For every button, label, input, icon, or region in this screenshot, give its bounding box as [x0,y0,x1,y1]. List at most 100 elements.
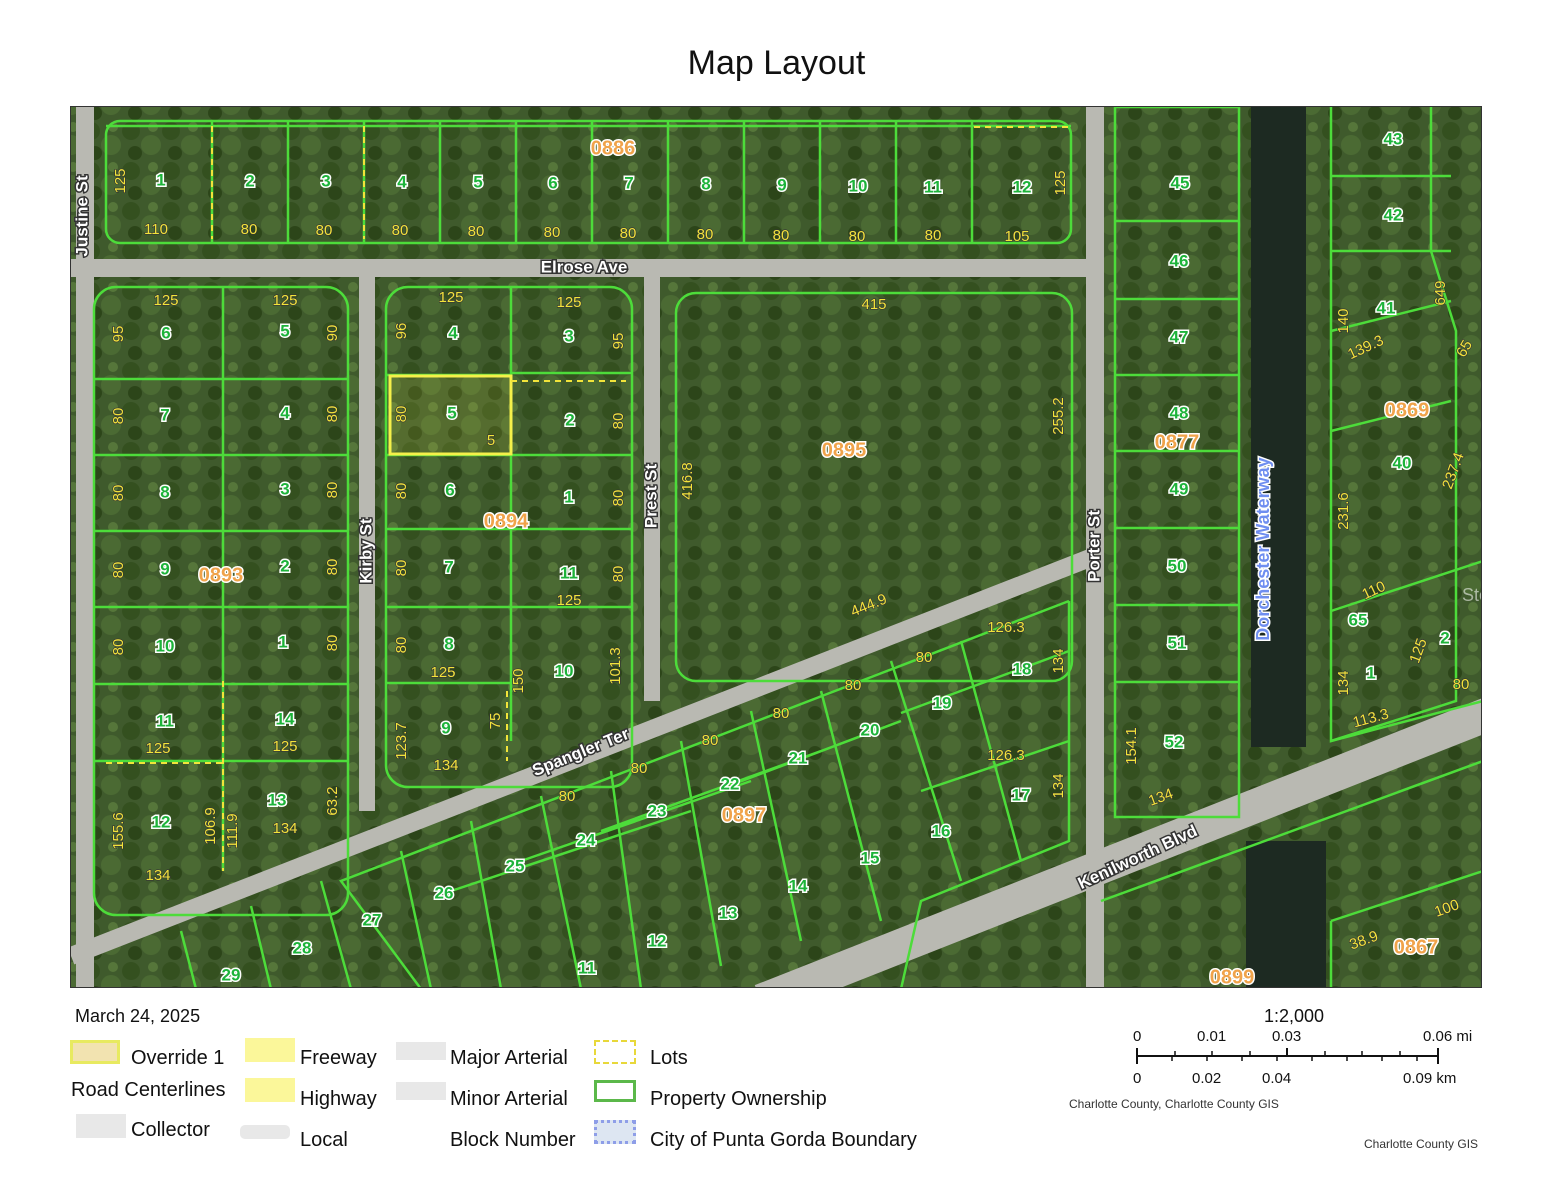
dimension-label: 80 [110,562,127,579]
legend-swatch-override [70,1040,120,1064]
dimension-label: 255.2 [1050,397,1067,435]
legend-swatch-property-ownership [594,1080,636,1102]
legend-override: Override 1 [131,1047,225,1069]
lot-number: 7 [160,405,169,424]
dimension-label: 134 [1050,648,1067,673]
dimension-label: 134 [145,867,170,884]
lot-number: 5 [473,172,482,191]
selected-lot-label: 5 [487,432,495,449]
scale-ratio: 1:2,000 [1264,1006,1325,1026]
lot-number: 13 [268,790,287,809]
lot-number: 9 [441,718,450,737]
legend-city-boundary: City of Punta Gorda Boundary [650,1129,917,1151]
selected-lot-5-highlight[interactable] [388,374,513,456]
dimension-label: 80 [702,732,719,749]
dimension-label: 125 [430,664,455,681]
lot-number: 42 [1384,205,1403,224]
dimension-label: 110 [144,221,168,238]
lot-number: 4 [280,403,290,422]
dimension-label: 80 [324,482,341,499]
dimension-label: 80 [544,224,561,241]
waterway [1251,107,1306,747]
dimension-label: 80 [849,228,866,245]
dimension-label: 134 [433,757,458,774]
block-number: 0877 [1155,431,1200,453]
dimension-label: 123.7 [393,722,410,760]
dimension-label: 80 [110,485,127,502]
dimension-label: 80 [845,677,862,694]
block-number: 0899 [1210,966,1255,988]
scale-km-3: 0.09 km [1403,1070,1457,1087]
dimension-label: 80 [773,227,790,244]
dimension-label: 125 [112,168,129,193]
dimension-label: 111.9 [224,813,241,848]
dimension-label: 134 [272,820,297,837]
dimension-label: 80 [559,788,576,805]
map-date: March 24, 2025 [75,1006,201,1026]
dimension-label: 415 [861,296,886,313]
dimension-label: 80 [393,637,410,654]
block-number: 0894 [484,510,529,532]
dimension-label: 231.6 [1335,492,1352,530]
lot-number: 2 [245,171,254,190]
lot-number: 29 [222,965,241,984]
lot-number: 5 [447,403,456,422]
dimension-label: 155.6 [110,812,127,850]
lot-number: 3 [321,171,330,190]
lot-number: 23 [648,801,667,820]
dimension-label: 125 [438,289,463,306]
lot-number: 4 [397,172,407,191]
lot-number: 9 [777,175,786,194]
lot-number: 1 [278,632,287,651]
dimension-label: 649 [1432,280,1449,305]
dimension-label: 125 [556,592,581,609]
lot-number: 50 [1168,556,1187,575]
dimension-label: 90 [324,325,341,342]
dimension-label: 95 [610,333,627,350]
legend-property-ownership: Property Ownership [650,1088,827,1110]
legend-freeway: Freeway [300,1047,377,1069]
dimension-label: 80 [392,222,409,239]
legend-block-number: Block Number [450,1129,576,1151]
scale-mi-3: 0.06 mi [1423,1028,1473,1045]
lot-number: 8 [701,174,710,193]
lot-number: 22 [721,774,740,793]
legend-swatch-collector [76,1114,126,1138]
block-number: 0867 [1394,936,1439,958]
block-number: 0869 [1385,399,1430,421]
dimension-label: 80 [925,227,942,244]
lot-number: 6 [161,323,170,342]
lot-number: 10 [555,661,574,680]
dimension-label: 80 [610,413,627,430]
street-label: Kirby St [356,518,375,584]
lot-number: 19 [933,693,952,712]
dimension-label: 80 [610,490,627,507]
lot-number: 17 [1012,785,1031,804]
lot-number: 43 [1384,129,1403,148]
lot-number: 6 [548,173,557,192]
dimension-label: 126.3 [987,747,1025,764]
road-spangler-ter [71,547,1099,965]
legend-swatch-lots [594,1040,636,1064]
dimension-label: 80 [631,760,648,777]
dimension-label: 63.2 [324,786,341,815]
lot-number: 6 [445,480,454,499]
lot-number: 14 [276,709,295,728]
lot-number: 13 [719,903,738,922]
lot-lines [106,126,1069,871]
attribution: Charlotte County, Charlotte County GIS [1069,1097,1279,1111]
dimension-label: 140 [1335,308,1352,333]
legend-minor-arterial: Minor Arterial [450,1088,568,1110]
dimension-label: 80 [393,483,410,500]
lot-number: 11 [578,958,596,977]
dimension-label: 150 [510,668,527,693]
dimension-label: 95 [110,326,127,343]
lot-number: 28 [293,938,312,957]
lot-number: 26 [435,883,454,902]
lot-number: 18 [1013,659,1032,678]
street-label: Elrose Ave [541,257,628,276]
scale-km-1: 0.02 [1192,1070,1222,1087]
lot-number: 47 [1170,327,1189,346]
